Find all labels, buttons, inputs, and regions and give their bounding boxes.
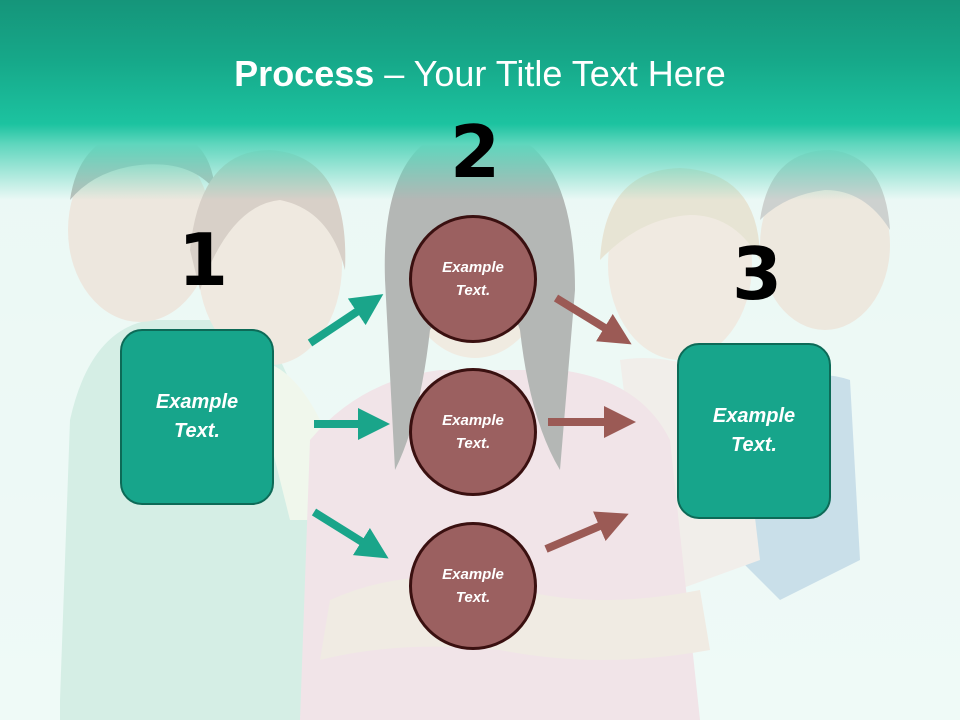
- circle-top-line2: Text.: [455, 282, 491, 299]
- circle-middle[interactable]: Example Text.: [409, 368, 537, 496]
- right-box-line1: Example: [712, 405, 796, 427]
- left-box-line2: Text.: [174, 420, 220, 442]
- step-number-1: 1: [178, 218, 229, 302]
- right-box-line2: Text.: [731, 434, 777, 456]
- title-rest: – Your Title Text Here: [374, 53, 726, 94]
- circle-bottom-line2: Text.: [455, 589, 491, 606]
- circle-bottom[interactable]: Example Text.: [409, 522, 537, 650]
- circle-bottom-text: Example Text.: [442, 563, 504, 609]
- left-text-box[interactable]: Example Text.: [120, 329, 274, 505]
- title-band: [0, 0, 960, 200]
- circle-top[interactable]: Example Text.: [409, 215, 537, 343]
- circle-middle-line1: Example: [442, 412, 504, 429]
- circle-middle-line2: Text.: [455, 435, 491, 452]
- slide-title: Process – Your Title Text Here: [0, 52, 960, 96]
- arrow-bottom-to-right: [544, 511, 629, 553]
- left-box-line1: Example: [155, 391, 239, 413]
- circle-top-text: Example Text.: [442, 256, 504, 302]
- right-box-text: Example Text.: [713, 402, 795, 460]
- title-bold: Process: [234, 53, 375, 94]
- circle-middle-text: Example Text.: [442, 409, 504, 455]
- step-number-3: 3: [732, 232, 783, 316]
- circle-bottom-line1: Example: [442, 566, 504, 583]
- right-text-box[interactable]: Example Text.: [677, 343, 831, 519]
- circle-top-line1: Example: [442, 259, 504, 276]
- arrow-left-to-top: [307, 294, 384, 347]
- arrow-top-to-right: [553, 294, 632, 345]
- step-number-2: 2: [450, 110, 501, 194]
- arrow-left-to-bottom: [311, 508, 389, 559]
- left-box-text: Example Text.: [156, 388, 238, 446]
